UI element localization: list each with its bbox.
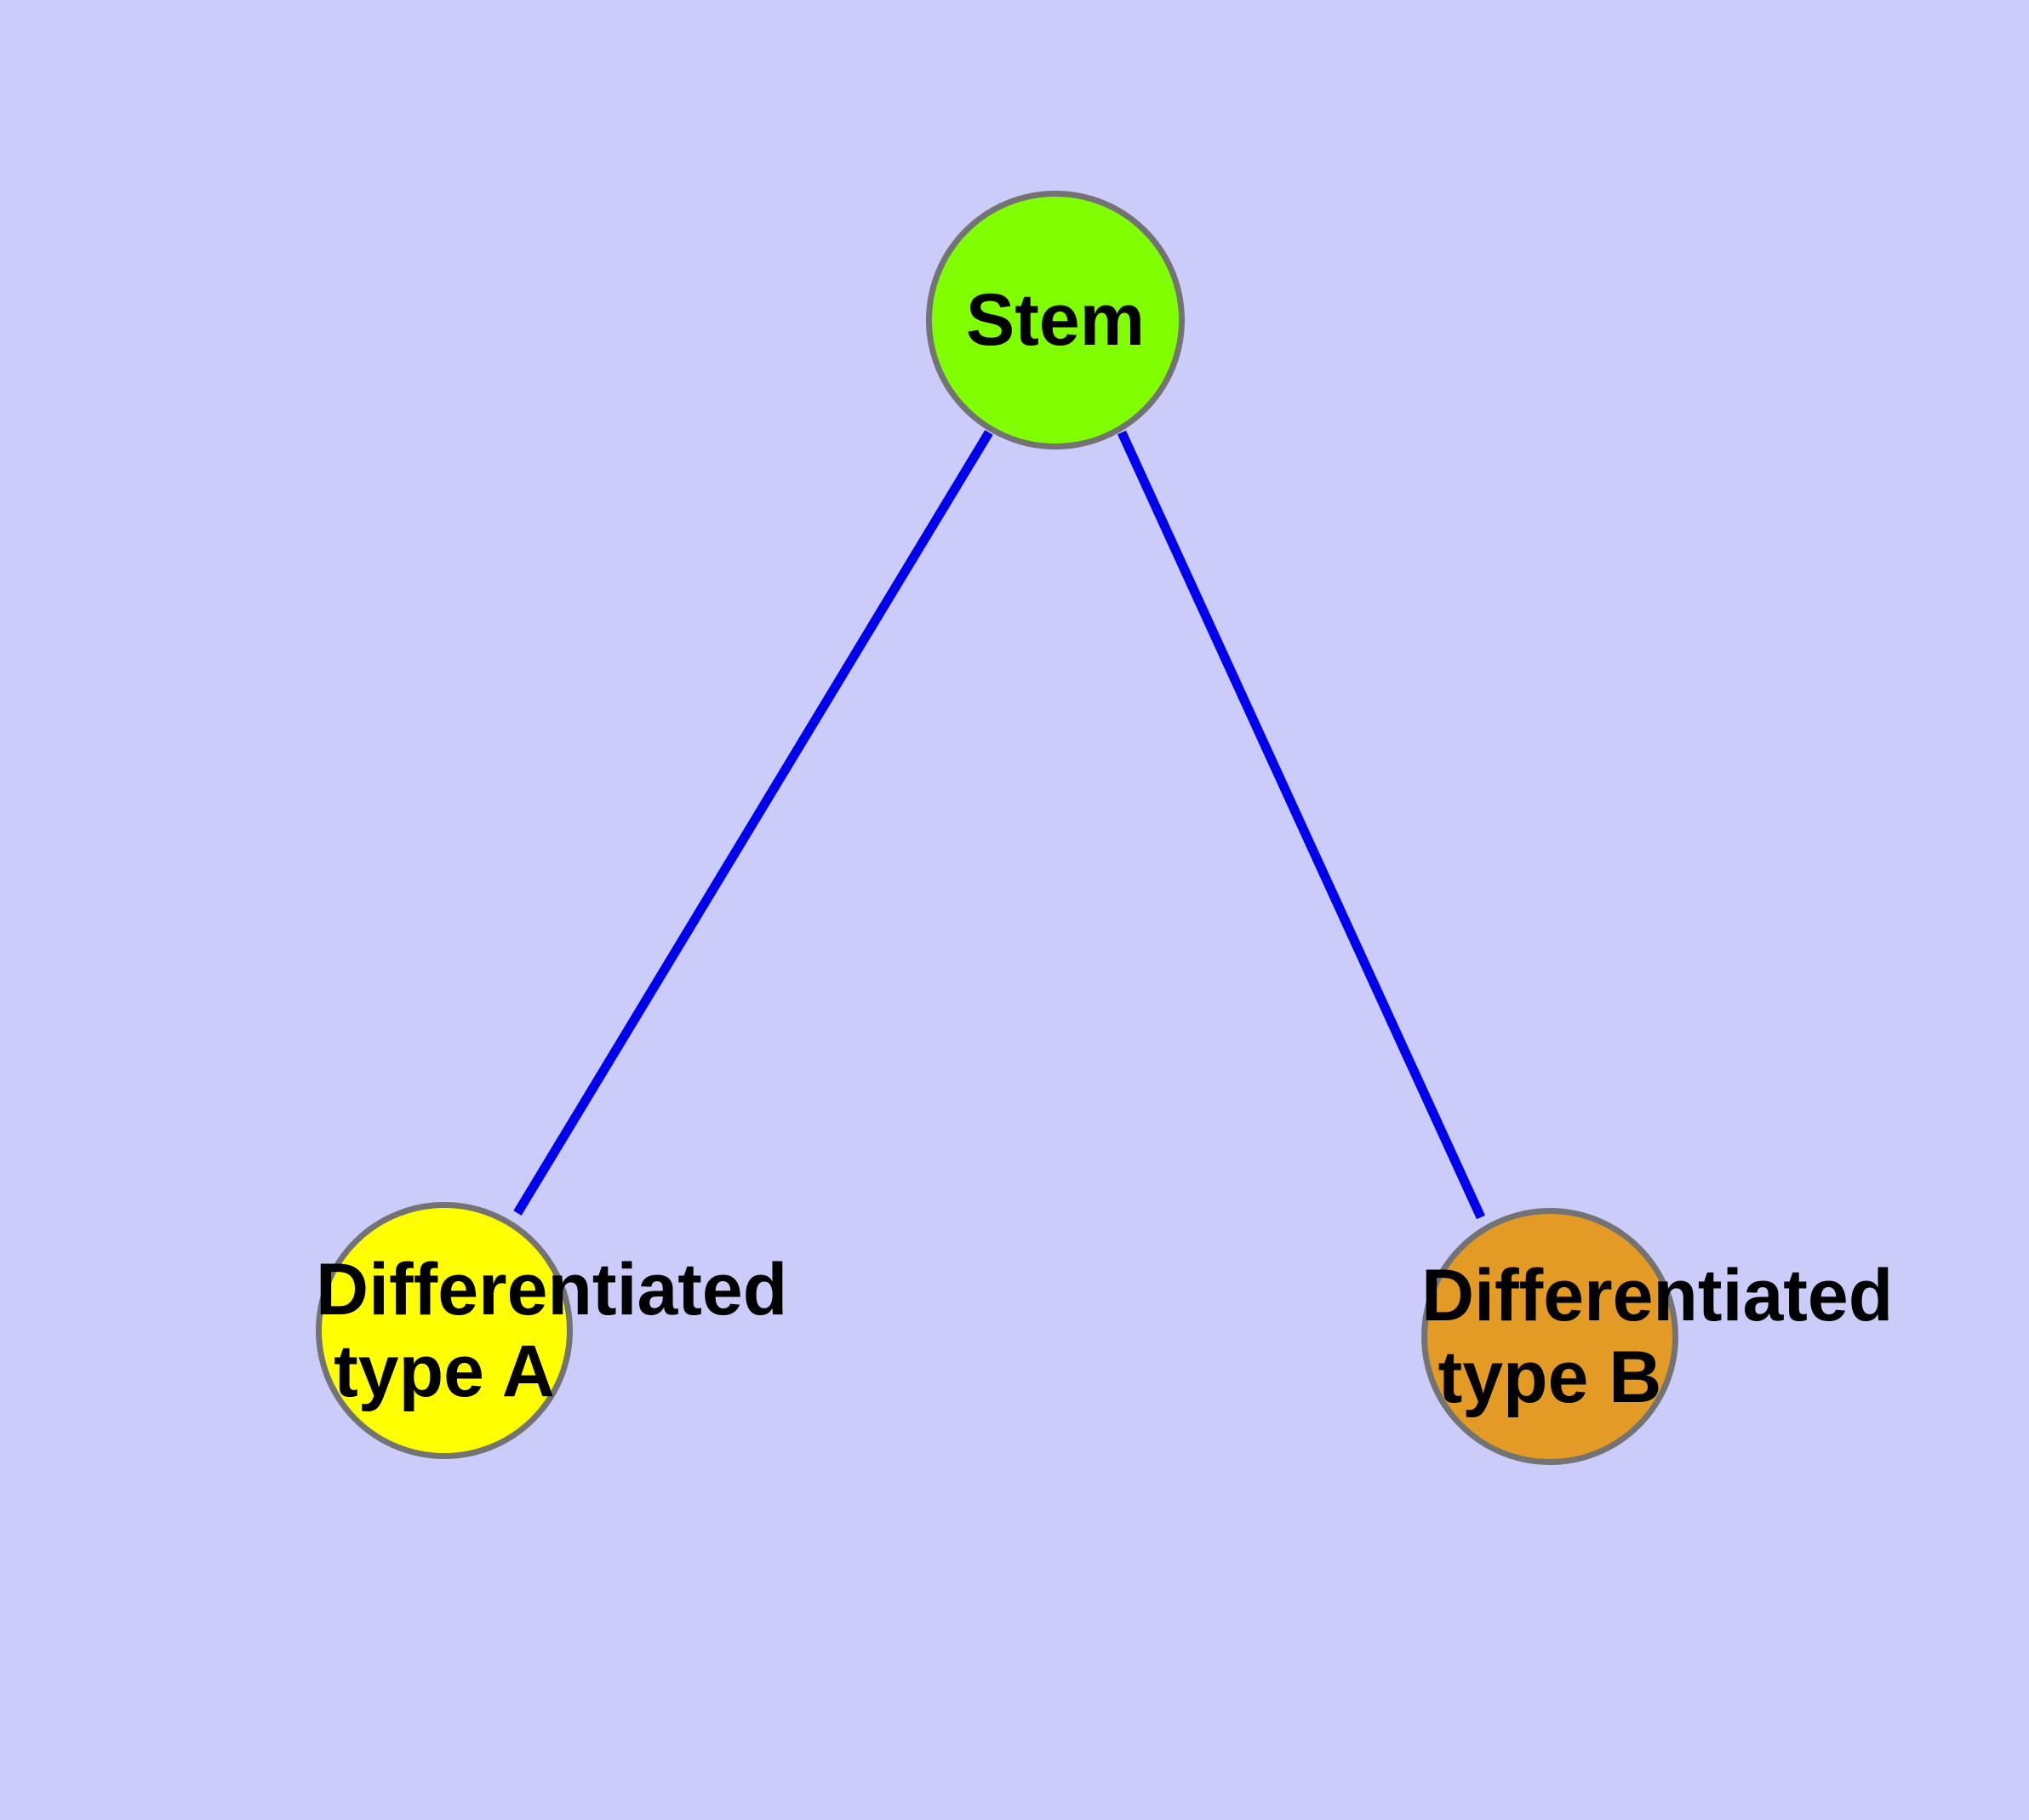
graph-node-stem[interactable]: Stem: [926, 191, 1185, 449]
node-circle-diff_b[interactable]: [1421, 1208, 1678, 1465]
node-circle-diff_a[interactable]: [316, 1202, 573, 1459]
graph-edge-stem-diff_a: [513, 430, 993, 1216]
node-circle-stem[interactable]: [926, 191, 1185, 449]
graph-edge-stem-diff_b: [1117, 430, 1486, 1220]
